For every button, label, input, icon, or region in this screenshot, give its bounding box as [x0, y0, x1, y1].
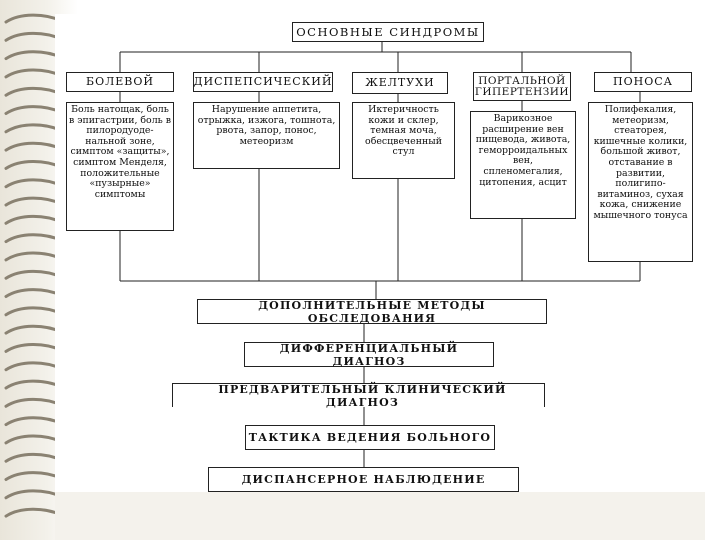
- flow-step-additional-methods: ДОПОЛНИТЕЛЬНЫЕ МЕТОДЫ ОБСЛЕДОВАНИЯ: [197, 298, 547, 325]
- syndrome-header-portal-hypertension: ПОРТАЛЬНОЙ ГИПЕРТЕНЗИИ: [473, 72, 571, 101]
- syndrome-header-pain: БОЛЕВОЙ: [66, 72, 174, 92]
- flow-step-differential-diagnosis: ДИФФЕРЕНЦИАЛЬНЫЙ ДИАГНОЗ: [244, 341, 494, 368]
- flow-step-label: ДИСПАНСЕРНОЕ НАБЛЮДЕНИЕ: [241, 473, 486, 486]
- flow-step-dispensary-observation: ДИСПАНСЕРНОЕ НАБЛЮДЕНИЕ: [208, 467, 519, 492]
- root-label: ОСНОВНЫЕ СИНДРОМЫ: [296, 25, 480, 39]
- flow-step-management-tactics: ТАКТИКА ВЕДЕНИЯ БОЛЬНОГО: [245, 425, 495, 450]
- syndrome-description-dyspeptic: Нарушение аппетита, отрыжка, изжога, тош…: [193, 102, 340, 169]
- flow-step-label: ДИФФЕРЕНЦИАЛЬНЫЙ ДИАГНОЗ: [279, 341, 459, 368]
- syndrome-description-portal-hypertension: Варикозное расширение вен пищевода, живо…: [470, 111, 576, 219]
- syndrome-label: БОЛЕВОЙ: [85, 75, 154, 88]
- syndrome-header-jaundice: ЖЕЛТУХИ: [352, 72, 448, 94]
- syndrome-label: ПОРТАЛЬНОЙ ГИПЕРТЕНЗИИ: [474, 74, 570, 98]
- flow-step-label: ТАКТИКА ВЕДЕНИЯ БОЛЬНОГО: [248, 431, 492, 444]
- syndrome-header-dyspeptic: ДИСПЕПСИЧЕСКИЙ: [193, 72, 333, 92]
- syndrome-description-pain: Боль натощак, боль в эпигастрии, боль в …: [66, 102, 174, 231]
- syndrome-label: ПОНОСА: [613, 75, 673, 88]
- syndrome-description-jaundice: Иктеричность кожи и склер, темная моча, …: [352, 102, 455, 179]
- flow-step-preliminary-diagnosis: ПРЕДВАРИТЕЛЬНЫЙ КЛИНИЧЕСКИЙ ДИАГНОЗ: [172, 382, 545, 409]
- syndrome-description-diarrhea: Полифекалия, метеоризм, стеаторея, кишеч…: [588, 102, 693, 262]
- root-box: ОСНОВНЫЕ СИНДРОМЫ: [292, 22, 484, 42]
- syndrome-label: ЖЕЛТУХИ: [365, 76, 435, 89]
- syndrome-label: ДИСПЕПСИЧЕСКИЙ: [193, 75, 333, 88]
- slide-shadow: [55, 492, 705, 540]
- flow-step-label: ПРЕДВАРИТЕЛЬНЫЙ КЛИНИЧЕСКИЙ ДИАГНОЗ: [218, 382, 507, 409]
- syndrome-header-diarrhea: ПОНОСА: [594, 72, 692, 92]
- flow-step-label: ДОПОЛНИТЕЛЬНЫЕ МЕТОДЫ ОБСЛЕДОВАНИЯ: [258, 298, 486, 325]
